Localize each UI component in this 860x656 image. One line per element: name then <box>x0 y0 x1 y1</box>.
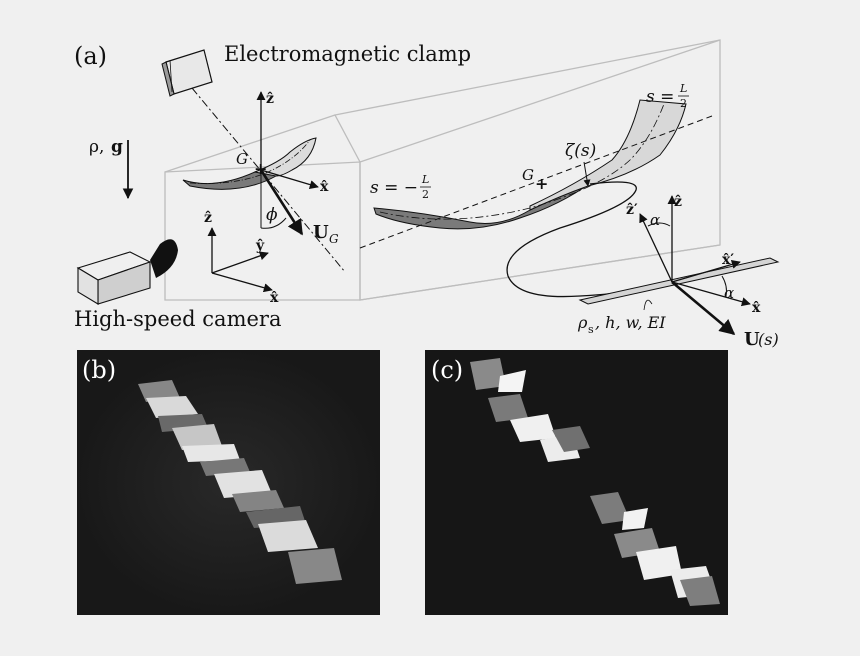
z-hat-right: ẑ <box>674 194 682 210</box>
s-minus-num: L <box>421 173 429 186</box>
fluid-rho: ρ, <box>89 137 104 157</box>
clamp-icon <box>161 49 213 97</box>
ribbon-trajectory-loop <box>506 181 641 298</box>
params-rest: , h, w, EI <box>595 313 666 332</box>
z-prime-label: ẑ′ <box>626 202 638 218</box>
ribbon-axis-line <box>359 115 713 249</box>
params-rho: ρ <box>577 313 588 332</box>
alpha-bottom: α <box>724 284 734 302</box>
y-hat-axis: ŷ <box>255 237 265 254</box>
s-plus-label: s = <box>646 87 674 107</box>
Us-label: U <box>744 329 760 350</box>
z-hat-top: ẑ <box>266 91 274 107</box>
zeta-arrow <box>583 161 591 187</box>
G-right: G <box>522 166 534 184</box>
panel-c-label: (c) <box>431 356 463 384</box>
body-frame <box>578 195 780 336</box>
s-minus-den: 2 <box>422 188 429 201</box>
phi-label: ϕ <box>266 205 278 225</box>
panel-b: (b) <box>77 350 380 615</box>
params-rho-sub: s <box>588 323 594 336</box>
UG-sub: G <box>329 232 339 246</box>
camera-icon <box>76 239 178 305</box>
x-hat-right: x̂ <box>752 300 761 316</box>
G-left-cross: + <box>254 159 267 178</box>
camera-label: High-speed camera <box>74 307 281 331</box>
Us-arg: (s) <box>758 330 779 349</box>
x-arrow-left <box>260 169 319 190</box>
alpha-top: α <box>650 211 660 229</box>
x-hat-left: x̂ <box>320 179 329 195</box>
z-hat-axis: ẑ <box>204 210 212 226</box>
clamp-label: Electromagnetic clamp <box>224 42 471 66</box>
panel-c: (c) <box>425 350 728 615</box>
G-left: G <box>236 150 248 168</box>
s-minus-label: s = − <box>370 178 418 198</box>
UG-arrow <box>259 169 304 236</box>
panel-a: (a) Electromagnetic clamp ρ, g <box>74 39 780 350</box>
x-prime-label: x̂′ <box>722 252 734 268</box>
phi-arc <box>260 217 287 229</box>
ribbon-sequence-c <box>470 358 720 606</box>
panel-b-label: (b) <box>82 356 116 384</box>
observation-box <box>164 39 721 301</box>
s-plus-den: 2 <box>680 97 687 110</box>
panel-a-label: (a) <box>74 42 107 70</box>
s-plus-num: L <box>679 82 687 95</box>
ribbon-small <box>182 137 317 190</box>
x-hat-axis: x̂ <box>270 290 279 306</box>
ribbon-large <box>373 99 687 230</box>
G-right-cross: + <box>535 174 548 193</box>
ribbon-sequence-b <box>138 380 342 584</box>
zeta-label: ζ(s) <box>565 141 596 161</box>
UG-label: U <box>313 222 329 243</box>
lab-axes <box>207 227 273 293</box>
fluid-g: g <box>111 137 123 157</box>
